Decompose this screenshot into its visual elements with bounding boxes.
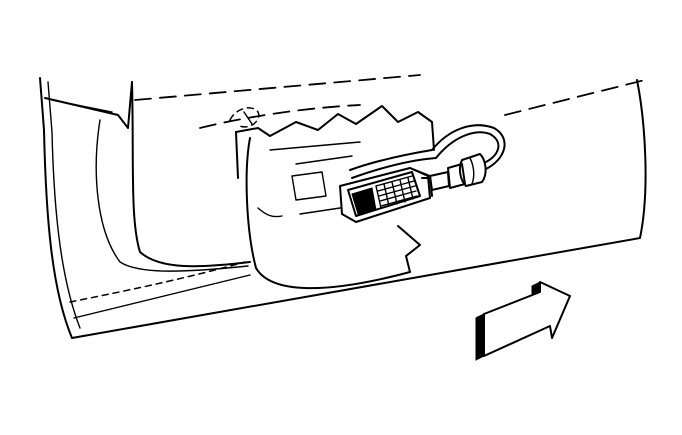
retainer-clip <box>229 107 260 128</box>
wiring-harness <box>349 124 506 191</box>
marker-lamp-assembly <box>339 167 433 223</box>
front-direction-arrow <box>475 281 571 361</box>
lamp-lens-grid <box>375 175 418 209</box>
vehicle-body-panel <box>39 74 647 339</box>
cutaway-section <box>235 105 435 290</box>
